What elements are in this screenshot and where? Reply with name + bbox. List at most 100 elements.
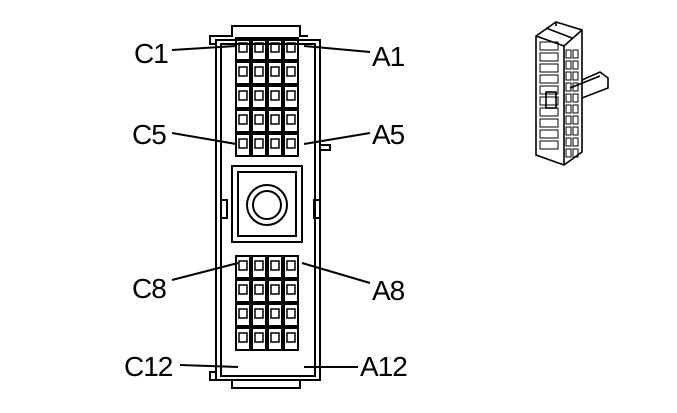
upper-cavity [251,37,267,61]
label-a12: A12 [360,351,407,382]
side-key-right [313,199,320,219]
label-c5: C5 [132,119,166,150]
lower-terminal [286,284,296,295]
iso-cavity [572,71,579,81]
upper-cavity [267,133,283,157]
iso-side-cavity [539,74,559,84]
upper-cavity [251,133,267,157]
bolt-housing-inner [237,171,297,237]
lower-terminal [286,260,296,271]
iso-cavity [572,60,579,70]
bolt-ring-outer [246,184,288,226]
lower-cavity [251,327,267,351]
lower-cavity [267,327,283,351]
upper-terminal [286,66,296,77]
upper-cavity [267,85,283,109]
iso-cavity [572,126,579,136]
label-c1: C1 [134,38,168,69]
upper-terminal [238,42,248,53]
lower-cavity [235,303,251,327]
leader-a8 [301,262,371,284]
lower-cavity [251,279,267,303]
lower-terminal [270,308,280,319]
upper-cavity [267,109,283,133]
bolt-ring-inner [252,190,282,220]
upper-terminal [286,90,296,101]
upper-terminal [238,66,248,77]
iso-cavity [565,93,572,103]
iso-cavity [565,104,572,114]
connector-face-view [209,25,331,389]
lower-cavity [235,255,251,279]
upper-cavity [251,85,267,109]
iso-cavity [572,49,579,59]
iso-cavity [572,104,579,114]
upper-cavity [267,61,283,85]
upper-terminal [238,138,248,149]
leader-a5 [303,132,371,145]
leader-a1 [303,45,371,53]
lower-terminal [270,260,280,271]
iso-cavity [565,60,572,70]
iso-side-cavity [539,52,559,62]
lower-cavity [267,279,283,303]
upper-terminal [238,90,248,101]
upper-terminal [254,42,264,53]
lower-terminal [254,332,264,343]
lower-terminal [238,284,248,295]
lower-terminal [286,332,296,343]
bottom-latch [209,371,316,389]
leader-lines [171,45,371,368]
lower-cavity [251,255,267,279]
iso-cavity [565,148,572,158]
leader-c5 [171,132,237,145]
leader-c1 [171,45,237,51]
iso-side-cavity [539,107,559,117]
label-a5: A5 [372,119,405,150]
upper-terminal [270,138,280,149]
iso-side-cavity [539,140,559,150]
upper-cavity [283,61,299,85]
bolt-housing [231,165,303,243]
lower-cavity [267,303,283,327]
lower-cavity [283,327,299,351]
label-c8: C8 [132,273,166,304]
lower-terminal [238,332,248,343]
side-key-left [221,199,228,219]
top-latch [209,25,308,45]
upper-cavity [235,109,251,133]
lower-cavity [267,255,283,279]
upper-cavity [235,133,251,157]
iso-cavity [572,82,579,92]
iso-cavity [565,71,572,81]
upper-cavity [283,109,299,133]
lower-terminal [254,260,264,271]
iso-cavity [565,115,572,125]
upper-terminal [270,114,280,125]
iso-side-cavity [539,85,559,95]
label-a8: A8 [372,275,405,306]
upper-terminal [286,42,296,53]
upper-cavity [235,37,251,61]
lower-cavity [283,255,299,279]
label-a1: A1 [372,41,405,72]
label-c12: C12 [124,351,173,382]
lower-cavity [235,327,251,351]
upper-terminal [254,114,264,125]
upper-terminal [254,66,264,77]
iso-cavity [565,137,572,147]
upper-terminal [286,114,296,125]
upper-terminal [270,90,280,101]
iso-side-cavity [539,129,559,139]
lower-terminal [238,308,248,319]
iso-top-detail [545,22,573,39]
lower-cavity [283,279,299,303]
side-key-upper [320,144,331,151]
lower-terminal [270,332,280,343]
iso-cavity [572,137,579,147]
lower-cavity [235,279,251,303]
iso-cavity [572,93,579,103]
iso-side-cavity [539,41,559,51]
upper-cavity [267,37,283,61]
